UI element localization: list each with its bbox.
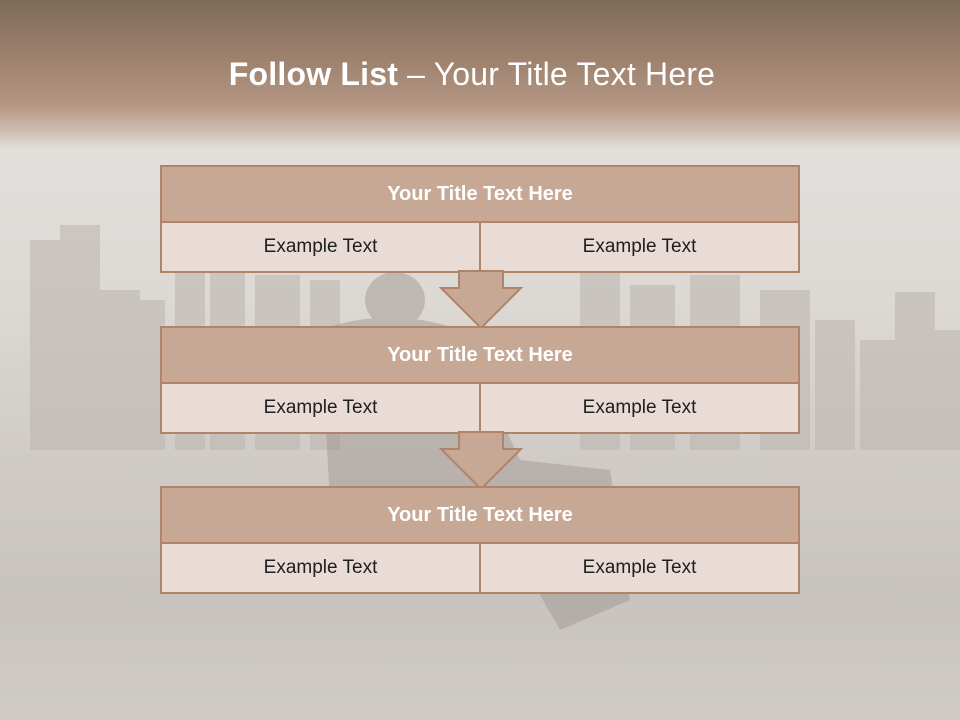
block-2-cell-left: Example Text bbox=[160, 384, 481, 434]
block-1-cell-left: Example Text bbox=[160, 223, 481, 273]
slide-title-bold: Follow List bbox=[228, 56, 399, 92]
slide-title: Follow List – Your Title Text Here bbox=[0, 56, 944, 93]
block-3-cell-left: Example Text bbox=[160, 544, 481, 594]
block-1-row: Example Text Example Text bbox=[160, 223, 800, 273]
title-band bbox=[0, 0, 960, 150]
block-1-cell-right: Example Text bbox=[481, 223, 800, 273]
list-block-1: Your Title Text Here Example Text Exampl… bbox=[160, 165, 800, 273]
block-1-title: Your Title Text Here bbox=[160, 165, 800, 223]
slide-title-rest: – Your Title Text Here bbox=[398, 56, 716, 92]
list-block-3: Your Title Text Here Example Text Exampl… bbox=[160, 486, 800, 594]
down-arrow-2 bbox=[439, 431, 523, 491]
block-3-title: Your Title Text Here bbox=[160, 486, 800, 544]
block-2-title: Your Title Text Here bbox=[160, 326, 800, 384]
block-3-cell-right: Example Text bbox=[481, 544, 800, 594]
list-block-2: Your Title Text Here Example Text Exampl… bbox=[160, 326, 800, 434]
block-3-row: Example Text Example Text bbox=[160, 544, 800, 594]
block-2-cell-right: Example Text bbox=[481, 384, 800, 434]
block-2-row: Example Text Example Text bbox=[160, 384, 800, 434]
down-arrow-1 bbox=[439, 270, 523, 330]
